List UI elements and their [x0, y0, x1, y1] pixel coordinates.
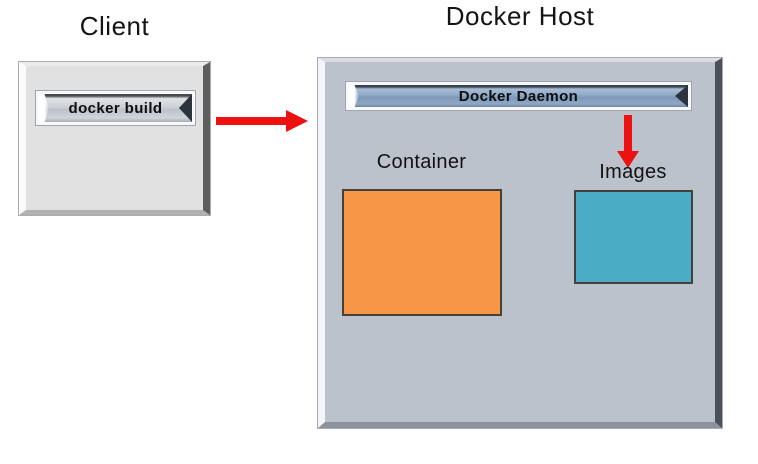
container-label: Container: [376, 151, 467, 173]
arrow-down-icon: [617, 115, 639, 168]
docker-host-title: Docker Host: [445, 1, 595, 31]
images-rect: [574, 190, 693, 284]
docker-build-button-face: docker build: [39, 94, 192, 122]
arrow-down-shape: [617, 115, 639, 168]
images-label: Images: [599, 161, 667, 183]
arrow-right-icon: [216, 110, 308, 132]
client-title: Client: [79, 11, 150, 41]
docker-build-button: docker build: [35, 90, 196, 126]
docker-daemon-bar-face: Docker Daemon: [349, 85, 688, 107]
client-box: [18, 61, 211, 216]
container-rect: [342, 189, 502, 316]
pipe-right-cap-icon: [675, 85, 688, 107]
pipe-left-cap-icon: [39, 94, 49, 122]
arrow-right-shape: [216, 110, 308, 132]
docker-daemon-bar: Docker Daemon: [345, 81, 692, 111]
pipe-right-cap-icon: [179, 94, 192, 122]
docker-daemon-label: Docker Daemon: [458, 87, 579, 105]
docker-build-label: docker build: [68, 99, 163, 117]
pipe-left-cap-icon: [349, 85, 359, 107]
